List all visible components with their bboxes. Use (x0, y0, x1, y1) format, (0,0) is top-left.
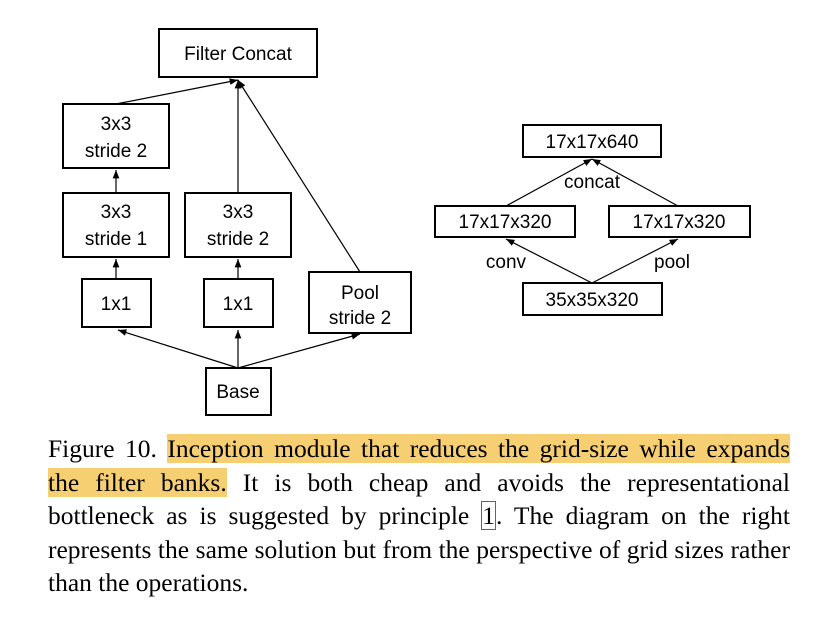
svg-text:3x3: 3x3 (101, 202, 132, 223)
node-pool-stride2: Pool stride 2 (308, 271, 412, 334)
edge-pool-to-concat (237, 79, 361, 273)
concat-label: concat (564, 172, 621, 193)
svg-text:17x17x320: 17x17x320 (459, 212, 552, 233)
svg-text:1x1: 1x1 (101, 294, 132, 315)
left-diagram-edges (112, 78, 361, 369)
edge-35-to-left320 (505, 238, 593, 284)
node-3x3-stride2-left: 3x3 stride 2 (62, 103, 170, 169)
filter-concat-label: Filter Concat (184, 44, 292, 65)
svg-text:stride 2: stride 2 (329, 308, 391, 329)
pool-label: pool (654, 252, 690, 273)
node-35x35x320: 35x35x320 (522, 282, 663, 316)
svg-text:stride 2: stride 2 (85, 141, 147, 162)
svg-text:3x3: 3x3 (223, 202, 254, 223)
caption-prefix: Figure 10. (48, 434, 168, 463)
edge-left320-to-640 (505, 158, 593, 207)
right-diagram-edges (505, 158, 679, 284)
svg-text:3x3: 3x3 (101, 114, 132, 135)
edge-right320-to-640 (591, 158, 679, 207)
svg-text:1x1: 1x1 (223, 294, 254, 315)
node-filter-concat: Filter Concat (158, 28, 318, 78)
svg-text:stride 1: stride 1 (85, 229, 147, 250)
node-17x17x640: 17x17x640 (522, 124, 662, 158)
svg-text:stride 2: stride 2 (207, 229, 269, 250)
node-3x3-stride2-middle: 3x3 stride 2 (184, 192, 292, 258)
caption-text-1: It is both cheap and avoids the represen… (48, 467, 791, 531)
svg-text:35x35x320: 35x35x320 (546, 290, 639, 311)
inception-figure: Filter Concat 3x3 stride 2 3x3 stride 1 … (62, 28, 751, 416)
node-17x17x320-right: 17x17x320 (608, 205, 751, 238)
node-base: Base (205, 367, 272, 416)
svg-text:Base: Base (216, 382, 259, 403)
conv-label: conv (486, 252, 527, 273)
edge-base-to-1x1-a (117, 329, 239, 369)
node-1x1-middle: 1x1 (203, 278, 274, 328)
edge-35-to-right320 (591, 238, 679, 284)
svg-text:Pool: Pool (341, 283, 379, 304)
svg-text:17x17x640: 17x17x640 (546, 132, 639, 153)
node-17x17x320-left: 17x17x320 (434, 205, 576, 238)
edge-a-top-to-concat (115, 78, 239, 105)
svg-text:17x17x320: 17x17x320 (633, 212, 726, 233)
caption-text-2: . The diagram on the right represents th… (48, 501, 790, 597)
principle-reference-link[interactable]: 1 (481, 501, 496, 530)
node-1x1-left: 1x1 (81, 278, 152, 328)
edge-base-to-pool (237, 333, 361, 369)
node-3x3-stride1: 3x3 stride 1 (62, 192, 170, 258)
figure-caption: Figure 10. Inception module that reduces… (48, 432, 790, 600)
